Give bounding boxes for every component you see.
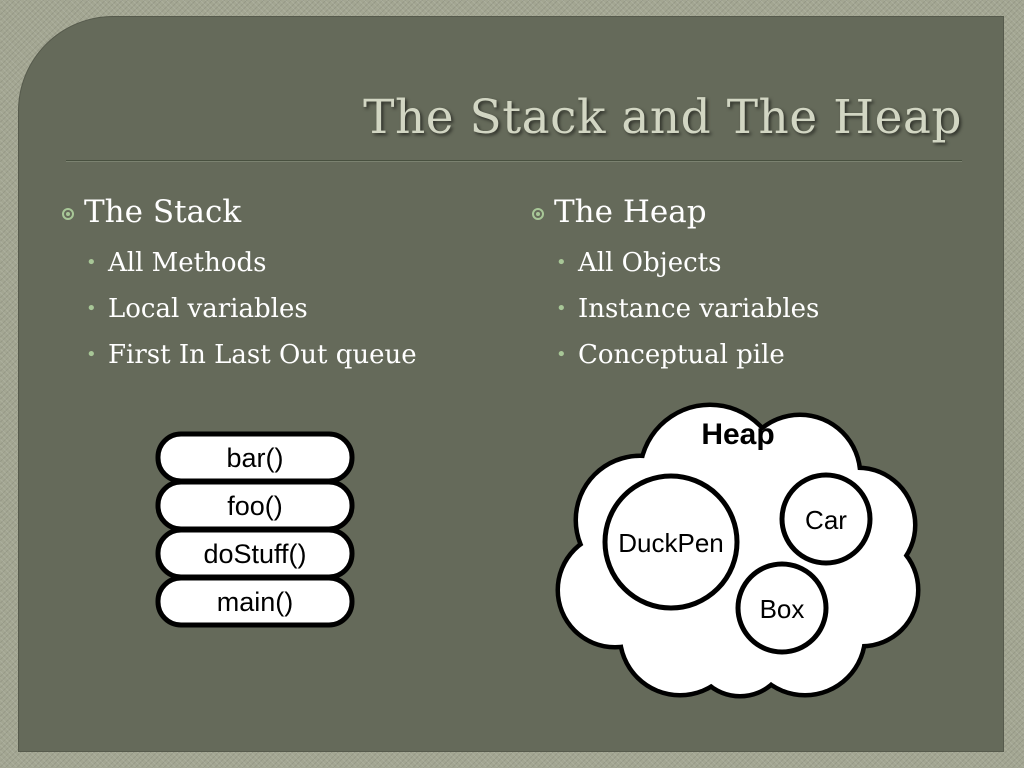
stack-frame-label: bar(): [226, 443, 283, 473]
list-item-text: All Methods: [108, 248, 267, 278]
stack-frame-label: doStuff(): [203, 539, 306, 569]
list-item: • All Methods: [86, 240, 417, 286]
heap-object: Box: [735, 561, 829, 655]
list-item-text: All Objects: [578, 248, 722, 278]
stack-frame-label: foo(): [227, 491, 283, 521]
dot-bullet-icon: •: [556, 252, 567, 273]
stack-heading: The Stack: [84, 194, 242, 230]
stack-column: The Stack • All Methods • Local variables …: [62, 194, 417, 378]
stack-frame: bar(): [155, 431, 355, 484]
list-item: • Conceptual pile: [556, 332, 819, 378]
heap-diagram: Heap DuckPen Car Box: [555, 402, 921, 699]
heap-object: DuckPen: [602, 473, 740, 611]
stack-diagram: bar() foo() doStuff() main(): [155, 431, 355, 628]
list-item-text: Instance variables: [578, 294, 820, 324]
list-item-text: First In Last Out queue: [108, 340, 417, 370]
list-item: • Instance variables: [556, 286, 820, 332]
list-item-text: Conceptual pile: [578, 340, 785, 370]
heap-object-label: DuckPen: [618, 528, 724, 558]
stack-frame: doStuff(): [155, 527, 355, 580]
heap-bullet: The Heap: [532, 194, 819, 230]
heap-label: Heap: [701, 418, 774, 451]
stack-frame: main(): [155, 575, 355, 628]
heap-object-label: Car: [805, 505, 847, 535]
dot-bullet-icon: •: [86, 252, 97, 273]
dot-bullet-icon: •: [86, 344, 97, 365]
slide-title: The Stack and The Heap: [363, 90, 962, 145]
heap-object-label: Box: [760, 594, 805, 624]
dot-bullet-icon: •: [86, 298, 97, 319]
stack-frame: foo(): [155, 479, 355, 532]
list-item: • First In Last Out queue: [86, 332, 417, 378]
stack-list: • All Methods • Local variables • First In …: [62, 240, 417, 378]
list-item: • Local variables: [86, 286, 417, 332]
heap-heading: The Heap: [554, 194, 707, 230]
list-item: • All Objects: [556, 240, 819, 286]
circle-bullet-icon: [532, 208, 544, 220]
list-item-text: Local variables: [108, 294, 308, 324]
heap-column: The Heap • All Objects • Instance variable…: [532, 194, 819, 378]
dot-bullet-icon: •: [556, 298, 567, 319]
stack-frame-label: main(): [217, 587, 294, 617]
dot-bullet-icon: •: [556, 344, 567, 365]
heap-object: Car: [779, 472, 873, 566]
circle-bullet-icon: [62, 208, 74, 220]
title-divider: [66, 160, 962, 162]
stack-bullet: The Stack: [62, 194, 417, 230]
heap-list: • All Objects • Instance variables • Concep…: [532, 240, 819, 378]
